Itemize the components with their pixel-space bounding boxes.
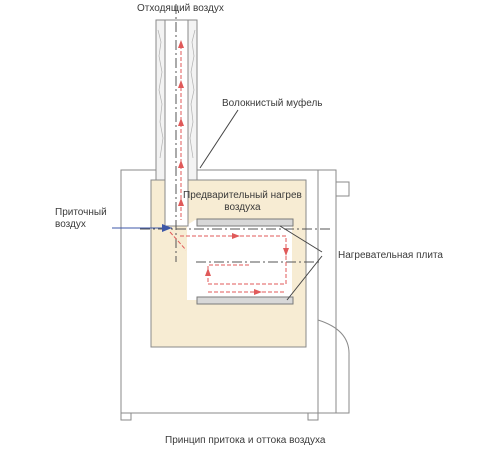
supply-air-label-line1: Приточный (55, 207, 107, 218)
exhaust-air-label: Отходящий воздух (137, 3, 224, 14)
supply-air-label-line2: воздух (55, 219, 86, 230)
fiber-muffle-label: Волокнистый муфель (222, 98, 323, 109)
lower-heating-plate (196, 296, 294, 305)
figure-caption: Принцип притока и оттока воздуха (165, 435, 326, 446)
supply-air-arrow (112, 224, 172, 232)
supply-air-label: Приточный воздух (55, 207, 107, 231)
center-lines (140, 4, 330, 263)
heating-plates (196, 218, 294, 305)
air-flow-arrowheads (178, 40, 289, 295)
upper-heating-plate (196, 218, 294, 227)
air-flow-path (169, 45, 287, 293)
air-preheat-label-line1: Предварительный нагрев (183, 190, 302, 201)
heating-plate-label: Нагревательная плита (338, 250, 443, 261)
air-preheat-label-line2: воздуха (224, 202, 261, 213)
leader-lines (199, 109, 323, 301)
air-preheat-label: Предварительный нагрев воздуха (183, 190, 302, 214)
